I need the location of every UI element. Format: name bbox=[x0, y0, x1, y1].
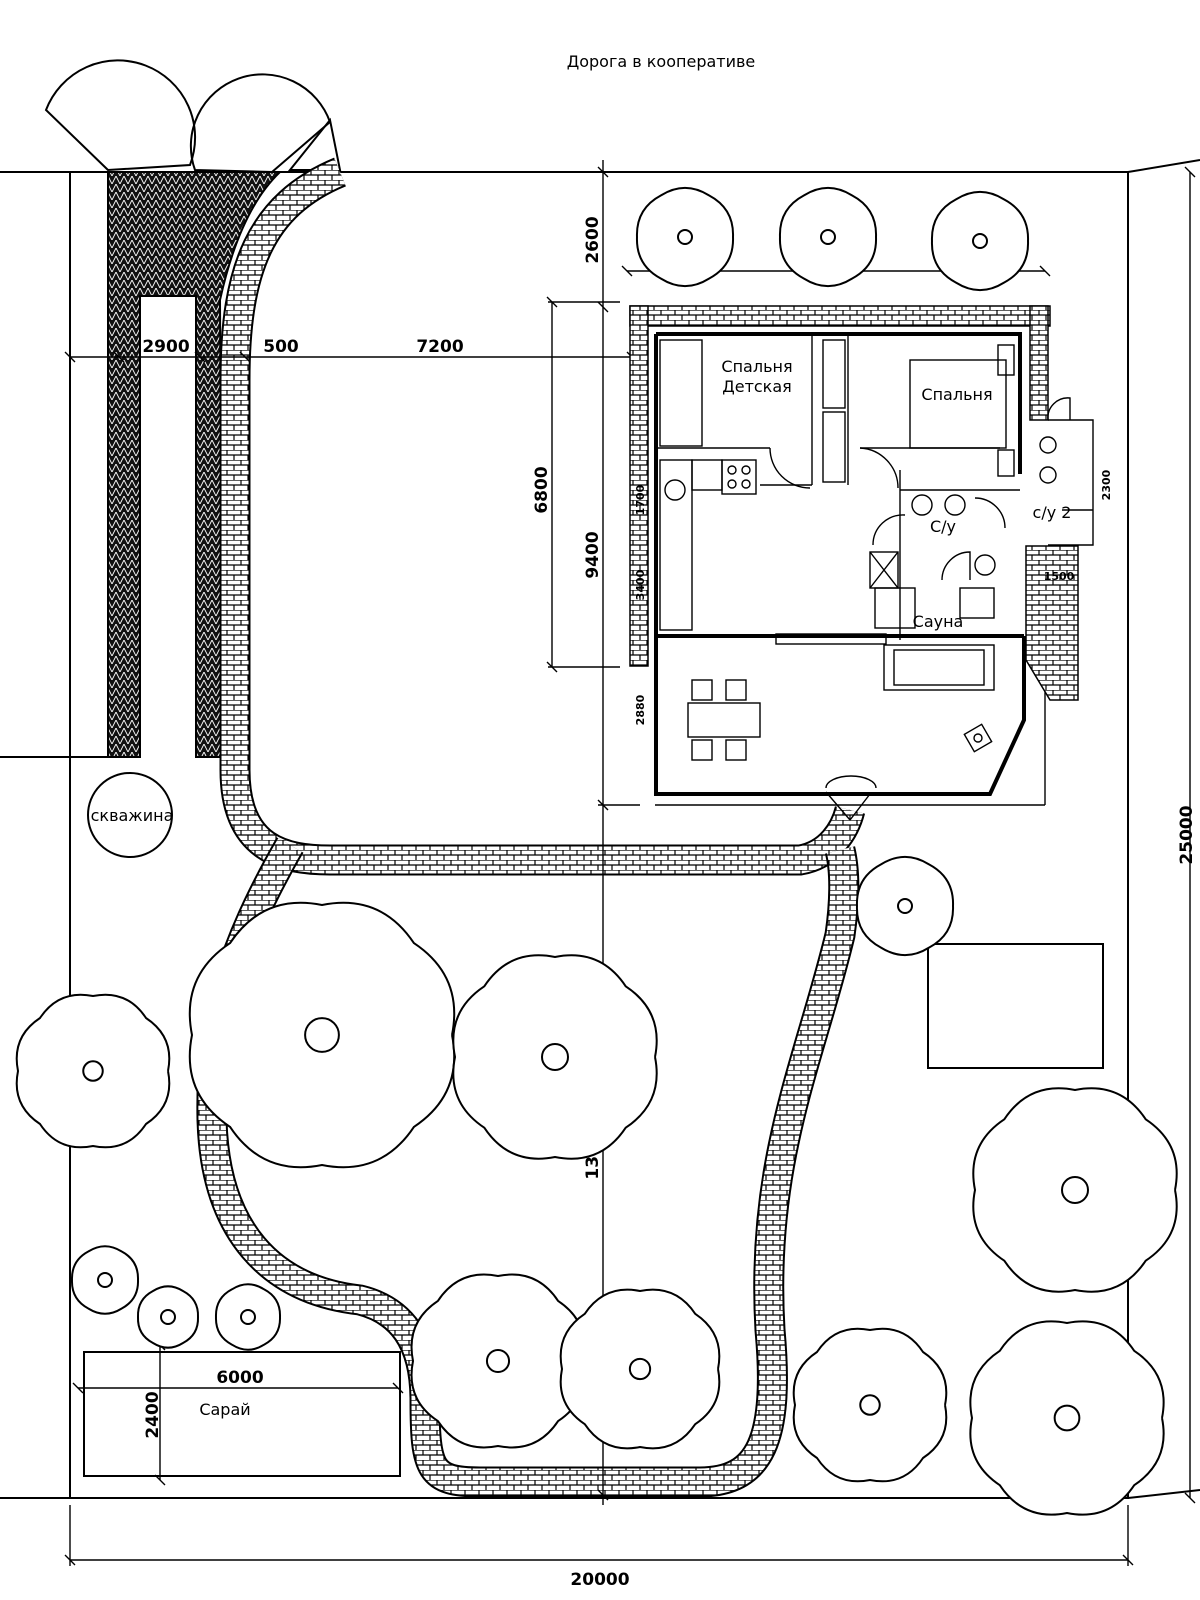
tree-trunk bbox=[820, 229, 836, 245]
dim-20000: 20000 bbox=[570, 1570, 629, 1590]
tree-trunk bbox=[677, 229, 693, 245]
dim-500: 500 bbox=[263, 337, 299, 357]
dim-9400: 9400 bbox=[583, 531, 603, 578]
tree-trunk bbox=[897, 898, 913, 914]
dim-2600: 2600 bbox=[583, 216, 603, 263]
tree-trunk bbox=[1053, 1404, 1081, 1432]
gate bbox=[44, 59, 342, 174]
dim-2900: 2900 bbox=[142, 337, 189, 357]
tree-trunk bbox=[97, 1272, 113, 1288]
tree-trunk bbox=[240, 1309, 256, 1325]
dim-1500: 1500 bbox=[1044, 570, 1075, 583]
road-label: Дорога в кооперативе bbox=[567, 52, 756, 71]
house: 2300 1500 1700 3400 2880 Спальня Детская… bbox=[629, 305, 1113, 822]
neighbor-line-right-bottom bbox=[1127, 1489, 1200, 1499]
tree-trunk bbox=[82, 1060, 104, 1082]
neighbor-line-right bbox=[1127, 159, 1200, 173]
room-bedroom-kids: Спальня bbox=[721, 357, 792, 376]
trees bbox=[15, 186, 1178, 1516]
tree-trunk bbox=[160, 1309, 176, 1325]
property-boundary bbox=[69, 171, 1129, 1499]
garden-paths bbox=[196, 157, 866, 1498]
dim-3400: 3400 bbox=[634, 569, 647, 600]
shed-label: Сарай bbox=[199, 1400, 250, 1419]
room-bedroom: Спальня bbox=[921, 385, 992, 404]
tree-trunk bbox=[1061, 1176, 1089, 1204]
dim-25000: 25000 bbox=[1177, 805, 1197, 864]
room-sauna: Сауна bbox=[913, 612, 964, 631]
dim-6000: 6000 bbox=[216, 1368, 263, 1388]
dim-1700: 1700 bbox=[634, 484, 647, 515]
driveway bbox=[107, 171, 283, 758]
tree-trunk bbox=[541, 1043, 569, 1071]
dim-7200: 7200 bbox=[416, 337, 463, 357]
dim-2880: 2880 bbox=[634, 694, 647, 725]
tree-trunk bbox=[304, 1017, 340, 1053]
room-wc2: с/у 2 bbox=[1033, 503, 1072, 522]
tree-trunk bbox=[628, 1357, 652, 1381]
room-bedroom-kids-2: Детская bbox=[722, 377, 792, 396]
tree-trunk bbox=[972, 233, 988, 249]
garden-bed bbox=[927, 943, 1104, 1069]
well-label: скважина bbox=[91, 806, 174, 825]
dim-2300: 2300 bbox=[1100, 469, 1113, 500]
tree-trunk bbox=[485, 1348, 511, 1374]
tree-trunk bbox=[859, 1394, 881, 1416]
room-wc: С/у bbox=[930, 517, 956, 536]
dim-2400: 2400 bbox=[143, 1391, 163, 1438]
shed: Сарай bbox=[83, 1351, 401, 1477]
dim-6800: 6800 bbox=[532, 466, 552, 513]
well: скважина bbox=[87, 772, 174, 858]
